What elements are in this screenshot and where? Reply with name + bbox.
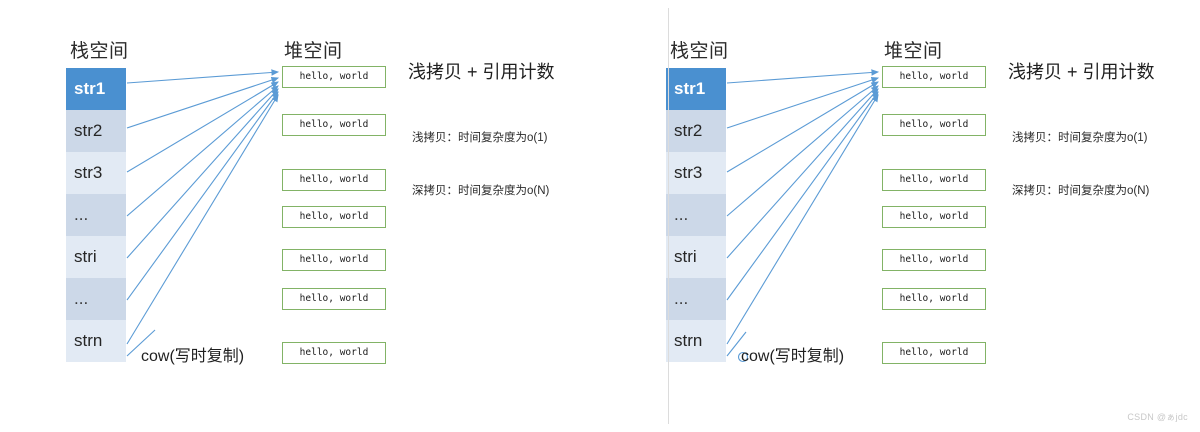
heap-box: hello, world bbox=[882, 66, 986, 88]
annotation-title-left: 浅拷贝 + 引用计数 bbox=[408, 62, 555, 82]
stack-cell-stri[interactable]: stri bbox=[666, 236, 726, 278]
stack-cell-str2[interactable]: str2 bbox=[666, 110, 726, 152]
heap-heading-left: 堆空间 bbox=[284, 41, 343, 62]
cow-label-left: cow(写时复制) bbox=[141, 348, 245, 365]
heap-box: hello, world bbox=[882, 288, 986, 310]
stack-column-right: str1 str2 str3 ... stri ... strn bbox=[666, 68, 726, 362]
stack-cell-stri[interactable]: stri bbox=[66, 236, 126, 278]
stack-heading-left: 栈空间 bbox=[70, 41, 129, 62]
annotation-deep-copy-left: 深拷贝：时间复杂度为o(N) bbox=[412, 185, 550, 197]
heap-box: hello, world bbox=[882, 249, 986, 271]
heap-box: hello, world bbox=[882, 342, 986, 364]
annotation-shallow-copy-right: 浅拷贝：时间复杂度为o(1) bbox=[1012, 132, 1148, 144]
stack-column-left: str1 str2 str3 ... stri ... strn bbox=[66, 68, 126, 362]
annotation-deep-copy-right: 深拷贝：时间复杂度为o(N) bbox=[1012, 185, 1150, 197]
heap-box: hello, world bbox=[282, 342, 386, 364]
panel-left: 栈空间 堆空间 str1 str2 str3 ... stri ... strn bbox=[66, 41, 555, 365]
stack-cell-ellipsis-1: ... bbox=[66, 194, 126, 236]
stack-cell-ellipsis-1: ... bbox=[666, 194, 726, 236]
heap-box: hello, world bbox=[282, 288, 386, 310]
stack-cell-ellipsis-2: ... bbox=[66, 278, 126, 320]
heap-box: hello, world bbox=[882, 169, 986, 191]
stack-cell-str3[interactable]: str3 bbox=[66, 152, 126, 194]
stack-cell-strn[interactable]: strn bbox=[666, 320, 726, 362]
heap-box: hello, world bbox=[282, 66, 386, 88]
stack-cell-str1[interactable]: str1 bbox=[66, 68, 126, 110]
stack-cell-strn[interactable]: strn bbox=[66, 320, 126, 362]
heap-box: hello, world bbox=[882, 206, 986, 228]
annotation-shallow-copy-left: 浅拷贝：时间复杂度为o(1) bbox=[412, 132, 548, 144]
panel-divider bbox=[668, 8, 669, 424]
stack-heading-right: 栈空间 bbox=[670, 41, 729, 62]
stack-cell-str3[interactable]: str3 bbox=[666, 152, 726, 194]
heap-box: hello, world bbox=[282, 249, 386, 271]
heap-box: hello, world bbox=[282, 169, 386, 191]
heap-box: hello, world bbox=[282, 114, 386, 136]
cow-label-right: cow(写时复制) bbox=[741, 348, 845, 365]
stack-cell-str1[interactable]: str1 bbox=[666, 68, 726, 110]
heap-heading-right: 堆空间 bbox=[884, 41, 943, 62]
watermark: CSDN @ぁjdc bbox=[1127, 412, 1188, 422]
heap-box: hello, world bbox=[882, 114, 986, 136]
heap-box: hello, world bbox=[282, 206, 386, 228]
panel-right: 栈空间 堆空间 str1 str2 str3 ... stri ... strn bbox=[600, 0, 1200, 432]
annotation-title-right: 浅拷贝 + 引用计数 bbox=[1008, 62, 1155, 82]
stack-cell-ellipsis-2: ... bbox=[666, 278, 726, 320]
stack-cell-str2[interactable]: str2 bbox=[66, 110, 126, 152]
